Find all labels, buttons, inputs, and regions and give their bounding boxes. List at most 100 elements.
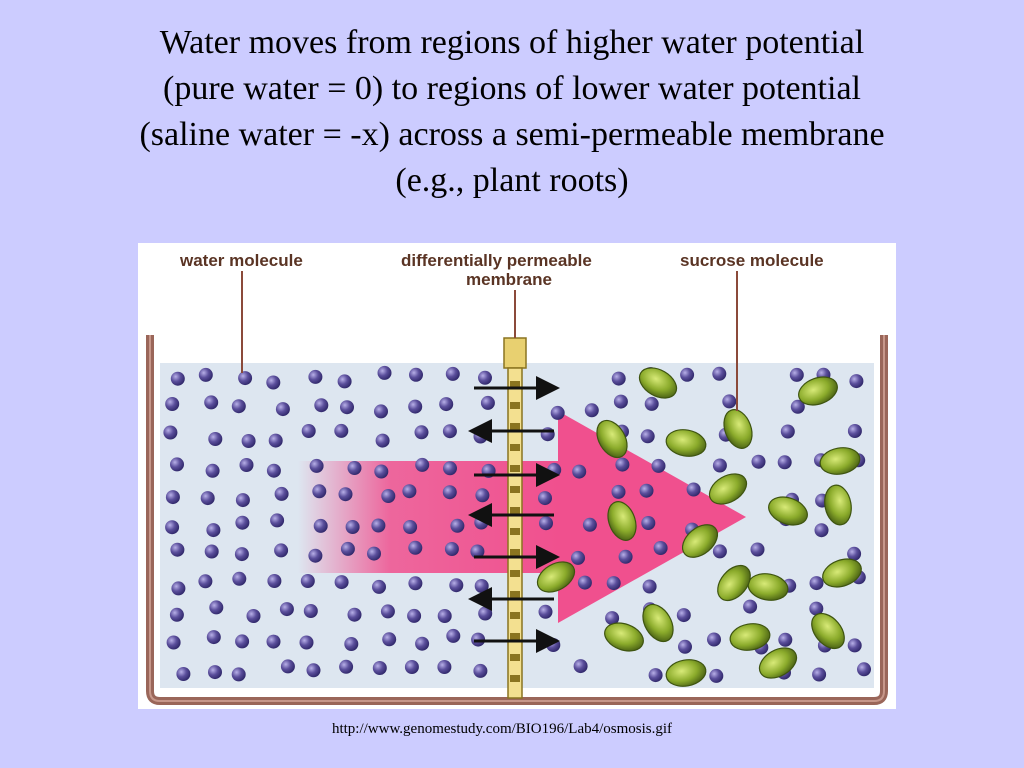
osmosis-diagram: water molecule differentially permeable … (138, 243, 896, 709)
title-line-3: (saline water = -x) across a semi-permea… (139, 116, 885, 153)
water-molecule (205, 463, 220, 478)
sucrose-molecule (665, 429, 707, 457)
membrane-pore (510, 444, 520, 451)
water-molecule (474, 515, 489, 530)
water-molecule (478, 370, 492, 385)
water-molecule (743, 599, 758, 614)
water-molecule (340, 541, 355, 556)
water-molecule (686, 482, 701, 497)
water-molecule (340, 400, 354, 415)
water-molecule (750, 542, 765, 557)
water-molecule (198, 574, 213, 589)
water-molecule (279, 602, 294, 617)
sucrose-molecule (768, 496, 808, 526)
water-molecule (538, 604, 553, 619)
water-molecule (165, 397, 180, 411)
water-molecule (407, 608, 422, 623)
water-molecule (372, 579, 386, 594)
water-molecule (344, 637, 359, 651)
water-molecule (402, 484, 417, 499)
water-molecule (377, 365, 392, 380)
membrane (503, 337, 527, 699)
sucrose-molecule (607, 501, 637, 541)
sucrose-molecule (819, 447, 861, 475)
sucrose-molecule (729, 623, 771, 651)
water-molecule (166, 635, 181, 650)
water-molecule (170, 371, 185, 386)
water-molecule (707, 632, 721, 647)
water-molecule (170, 542, 185, 557)
membrane-pore (510, 465, 520, 472)
water-molecule (314, 398, 329, 413)
water-molecule (169, 607, 184, 622)
water-molecule (339, 659, 354, 674)
sucrose-molecule (681, 524, 719, 558)
water-molecule (382, 632, 397, 647)
water-molecule (374, 404, 388, 419)
label-membrane-line-1: differentially permeable (401, 251, 592, 270)
sucrose-molecule (604, 622, 644, 652)
water-molecule (712, 458, 727, 473)
water-molecule (639, 483, 654, 498)
water-molecule (274, 543, 289, 558)
water-molecule (198, 367, 213, 382)
water-molecule (334, 423, 349, 438)
water-molecule (812, 667, 827, 682)
membrane-pore (510, 612, 520, 619)
water-molecule (613, 394, 628, 409)
membrane-pore (510, 507, 520, 514)
water-molecule (235, 515, 250, 530)
water-molecule (280, 659, 295, 674)
water-molecule (270, 513, 285, 528)
water-molecule (275, 402, 290, 417)
water-molecule (573, 659, 588, 674)
source-caption: http://www.genomestudy.com/BIO196/Lab4/o… (331, 721, 673, 737)
membrane-pore (510, 423, 520, 430)
water-molecule (777, 455, 792, 470)
water-molecule (372, 661, 387, 675)
water-molecule (857, 662, 871, 677)
water-molecule (540, 427, 555, 442)
water-molecule (232, 571, 247, 586)
water-molecule (847, 546, 862, 561)
membrane-pore (510, 591, 520, 598)
water-molecule (312, 484, 327, 499)
water-molecule (206, 523, 221, 538)
water-molecule (790, 399, 805, 414)
membrane-pore (510, 486, 520, 493)
sucrose-molecule (758, 647, 798, 679)
water-molecule (234, 547, 249, 562)
water-molecule (641, 516, 656, 530)
water-molecule (538, 491, 552, 506)
water-molecule (444, 542, 459, 556)
sucrose-molecule (665, 659, 707, 687)
water-molecule (415, 636, 430, 651)
water-molecule (403, 520, 418, 534)
water-molecule (231, 667, 246, 682)
osmosis-figure: water molecule differentially permeable … (146, 251, 888, 705)
water-molecule (239, 458, 254, 472)
water-molecule (478, 606, 493, 621)
water-molecule (246, 609, 261, 623)
water-molecule (437, 609, 452, 623)
water-molecule (437, 660, 452, 674)
membrane-pore (510, 549, 520, 556)
water-molecule (408, 576, 423, 591)
title-line-1: Water moves from regions of higher water… (159, 24, 865, 61)
water-molecule (274, 486, 289, 501)
water-molecule (618, 549, 633, 564)
water-molecule (415, 457, 430, 472)
water-molecule (204, 395, 219, 410)
membrane-pore (510, 675, 520, 682)
water-molecule (809, 601, 824, 616)
water-molecule (615, 457, 630, 472)
water-molecule (446, 628, 461, 643)
water-molecule (266, 375, 281, 390)
sucrose-molecule (811, 612, 845, 650)
water-molecule (300, 574, 315, 588)
water-molecule (309, 458, 324, 473)
water-molecule (241, 434, 256, 448)
sucrose-molecule (708, 473, 748, 505)
water-molecule (208, 432, 223, 446)
sucrose-molecule (717, 564, 751, 602)
